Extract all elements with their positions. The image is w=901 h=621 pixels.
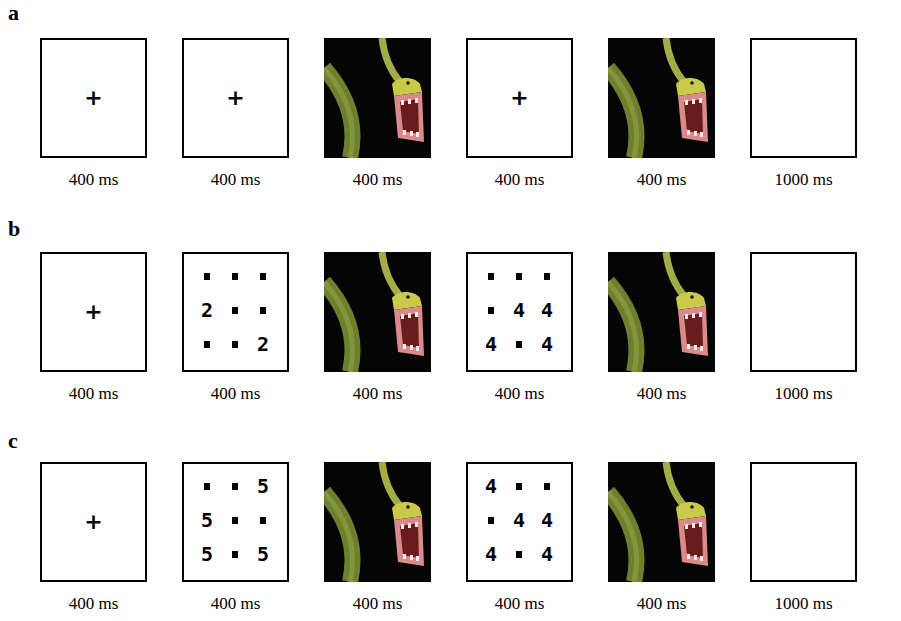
stimulus-picture: 400 ms	[324, 38, 431, 158]
stimulus-picture: 400 ms	[608, 462, 715, 582]
snake-photo	[608, 38, 715, 158]
dot-item	[488, 307, 494, 314]
digit-item: 4	[485, 476, 497, 496]
duration-caption: 1000 ms	[774, 384, 832, 404]
duration-caption: 400 ms	[495, 384, 545, 404]
fixation-cross: +	[84, 511, 102, 533]
digit-item: 4	[485, 334, 497, 354]
dot-item	[544, 273, 550, 280]
digit-item: 2	[257, 334, 269, 354]
digit-display: 4444400 ms	[466, 252, 573, 372]
stimulus-picture: 400 ms	[324, 462, 431, 582]
digit-item: 4	[541, 510, 553, 530]
dot-item	[516, 551, 522, 558]
fixation-frame: +400 ms	[40, 462, 147, 582]
dot-item	[516, 273, 522, 280]
blank-frame: 1000 ms	[750, 462, 857, 582]
digit-item: 2	[201, 300, 213, 320]
duration-caption: 400 ms	[495, 170, 545, 190]
fixation-cross: +	[510, 87, 528, 109]
fixation-frame: +400 ms	[40, 252, 147, 372]
duration-caption: 400 ms	[637, 170, 687, 190]
blank-frame: 1000 ms	[750, 38, 857, 158]
digit-item: 4	[513, 510, 525, 530]
digit-display: 44444400 ms	[466, 462, 573, 582]
dot-item	[516, 483, 522, 490]
dot-item	[260, 517, 266, 524]
digit-item: 5	[201, 510, 213, 530]
snake-photo	[324, 38, 431, 158]
digit-item: 5	[257, 476, 269, 496]
digit-item: 5	[201, 544, 213, 564]
fixation-cross: +	[226, 87, 244, 109]
duration-caption: 400 ms	[211, 170, 261, 190]
digit-display: 5555400 ms	[182, 462, 289, 582]
panel-letter: a	[8, 2, 19, 24]
dot-item	[204, 273, 210, 280]
dot-item	[516, 341, 522, 348]
panel-letter: c	[8, 430, 18, 452]
stimulus-picture: 400 ms	[608, 252, 715, 372]
dot-item	[544, 483, 550, 490]
duration-caption: 400 ms	[211, 594, 261, 614]
blank-frame: 1000 ms	[750, 252, 857, 372]
snake-photo	[608, 252, 715, 372]
dot-item	[260, 307, 266, 314]
digit-item: 4	[513, 300, 525, 320]
stimulus-picture: 400 ms	[324, 252, 431, 372]
snake-photo	[324, 462, 431, 582]
duration-caption: 400 ms	[353, 170, 403, 190]
fixation-frame: +400 ms	[466, 38, 573, 158]
duration-caption: 1000 ms	[774, 170, 832, 190]
duration-caption: 400 ms	[69, 384, 119, 404]
digit-item: 4	[541, 300, 553, 320]
dot-item	[204, 483, 210, 490]
fixation-cross: +	[84, 301, 102, 323]
fixation-frame: +400 ms	[182, 38, 289, 158]
digit-item: 4	[541, 334, 553, 354]
duration-caption: 400 ms	[637, 594, 687, 614]
duration-caption: 400 ms	[69, 170, 119, 190]
dot-item	[260, 273, 266, 280]
dot-item	[232, 483, 238, 490]
digit-item: 5	[257, 544, 269, 564]
dot-item	[232, 273, 238, 280]
fixation-cross: +	[84, 87, 102, 109]
duration-caption: 400 ms	[495, 594, 545, 614]
stimulus-picture: 400 ms	[608, 38, 715, 158]
dot-item	[488, 273, 494, 280]
snake-photo	[324, 252, 431, 372]
dot-item	[204, 341, 210, 348]
duration-caption: 400 ms	[353, 384, 403, 404]
digit-display: 22400 ms	[182, 252, 289, 372]
digit-item: 4	[541, 544, 553, 564]
dot-item	[232, 517, 238, 524]
duration-caption: 400 ms	[211, 384, 261, 404]
duration-caption: 400 ms	[637, 384, 687, 404]
duration-caption: 1000 ms	[774, 594, 832, 614]
dot-item	[232, 307, 238, 314]
dot-item	[232, 341, 238, 348]
duration-caption: 400 ms	[353, 594, 403, 614]
dot-item	[232, 551, 238, 558]
duration-caption: 400 ms	[69, 594, 119, 614]
fixation-frame: +400 ms	[40, 38, 147, 158]
snake-photo	[608, 462, 715, 582]
dot-item	[488, 517, 494, 524]
panel-letter: b	[8, 218, 20, 240]
digit-item: 4	[485, 544, 497, 564]
